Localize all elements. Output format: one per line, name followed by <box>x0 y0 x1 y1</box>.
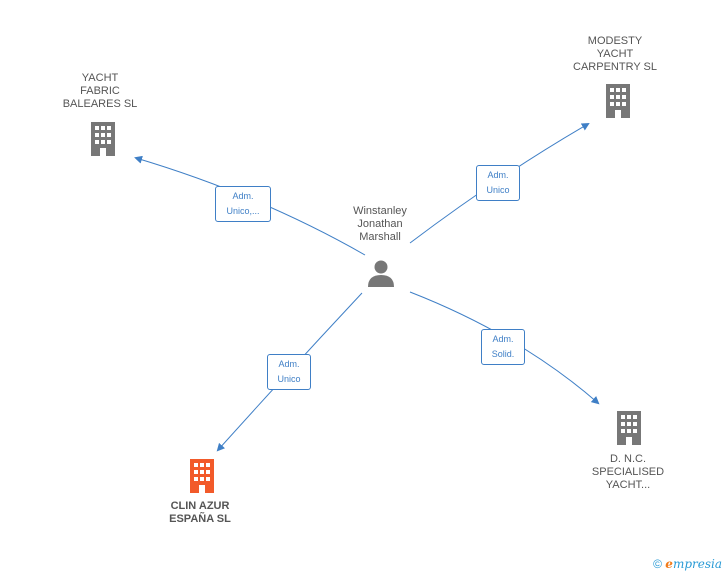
company-label-line: YACHT... <box>605 479 651 491</box>
company-label-modesty[interactable]: MODESTY YACHT CARPENTRY SL <box>560 35 670 74</box>
edge-label-line: Unico <box>486 185 510 195</box>
edge-label-dnc[interactable]: Adm. Solid. <box>481 329 525 365</box>
edge-label-line: Adm. <box>278 359 300 369</box>
center-person-label: Winstanley Jonathan Marshall <box>330 205 430 244</box>
edge-label-line: Unico <box>277 374 301 384</box>
edge-label-line: Adm. <box>492 334 514 344</box>
footer-brand: © empresia <box>653 557 722 571</box>
company-label-line: FABRIC <box>80 85 120 97</box>
company-label-line: SPECIALISED <box>591 466 665 478</box>
company-label-line: YACHT <box>596 48 634 60</box>
edge-label-line: Adm. <box>487 170 509 180</box>
center-person-line: Jonathan <box>357 218 403 230</box>
brand-logo-text: mpresia <box>672 557 722 571</box>
edge-label-line: Unico,... <box>226 206 260 216</box>
center-person-line: Winstanley <box>353 205 407 217</box>
brand-logo-e: e <box>665 557 673 571</box>
center-person-line: Marshall <box>359 231 401 243</box>
brand-logo: empresia <box>665 557 722 571</box>
company-label-yacht-fabric[interactable]: YACHT FABRIC BALEARES SL <box>45 72 155 111</box>
company-label-line: CLIN AZUR <box>170 500 230 512</box>
edge-label-clin-azur[interactable]: Adm. Unico <box>267 354 311 390</box>
company-label-line: BALEARES SL <box>62 98 138 110</box>
company-label-line: D. N.C. <box>609 453 647 465</box>
building-icon[interactable] <box>614 410 644 446</box>
company-label-line: YACHT <box>81 72 119 84</box>
company-label-line: MODESTY <box>587 35 643 47</box>
company-label-clin-azur[interactable]: CLIN AZUR ESPAÑA SL <box>145 500 255 526</box>
copyright-icon: © <box>653 557 662 571</box>
person-icon[interactable] <box>366 258 396 288</box>
edge-label-modesty[interactable]: Adm. Unico <box>476 165 520 201</box>
company-label-line: CARPENTRY SL <box>573 61 657 73</box>
building-icon[interactable] <box>603 83 633 119</box>
edge-label-line: Adm. <box>232 191 254 201</box>
edge-label-line: Solid. <box>491 349 515 359</box>
building-icon-main[interactable] <box>187 458 217 494</box>
company-label-dnc[interactable]: D. N.C. SPECIALISED YACHT... <box>573 453 683 492</box>
building-icon[interactable] <box>88 121 118 157</box>
company-label-line: ESPAÑA SL <box>169 513 231 525</box>
edge-label-yacht-fabric[interactable]: Adm. Unico,... <box>215 186 271 222</box>
